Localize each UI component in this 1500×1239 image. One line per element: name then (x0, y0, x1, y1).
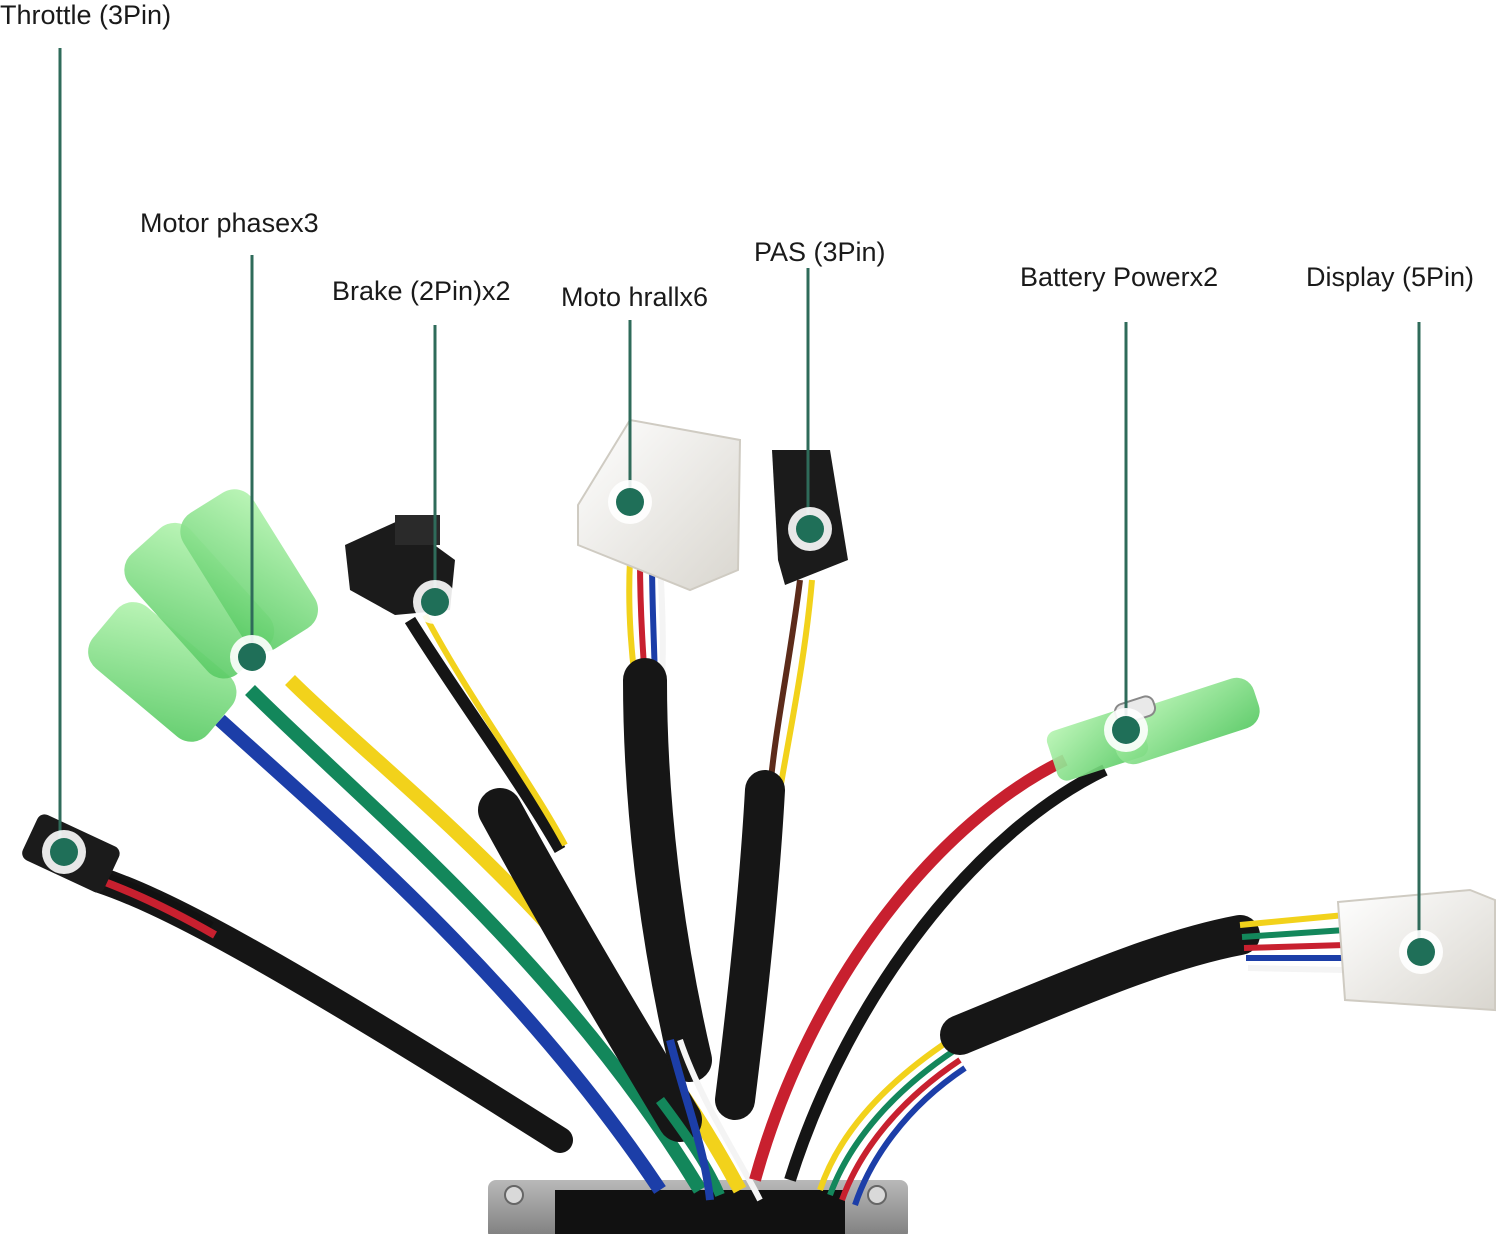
label-throttle: Throttle (3Pin) (0, 0, 172, 30)
label-brake: Brake (2Pin)x2 (332, 276, 511, 306)
marker-throttle (42, 830, 86, 874)
marker-display (1399, 930, 1443, 974)
label-pas: PAS (3Pin) (754, 237, 886, 267)
battery-power-cable (749, 677, 1260, 1182)
label-display: Display (5Pin) (1306, 262, 1475, 292)
marker-brake (413, 580, 457, 624)
motor-hall-cable (577, 418, 763, 1202)
marker-battery-power (1104, 708, 1148, 752)
leader-lines (58, 48, 1421, 950)
marker-pas (788, 507, 832, 551)
label-battery-power: Battery Powerx2 (1020, 262, 1219, 292)
marker-motor-hall (608, 480, 652, 524)
marker-dots (42, 480, 1443, 974)
marker-motor-phase (230, 635, 274, 679)
controller-body (488, 1180, 908, 1239)
label-motor-phase: Motor phasex3 (140, 208, 319, 238)
label-motor-hall: Moto hrallx6 (561, 282, 709, 312)
